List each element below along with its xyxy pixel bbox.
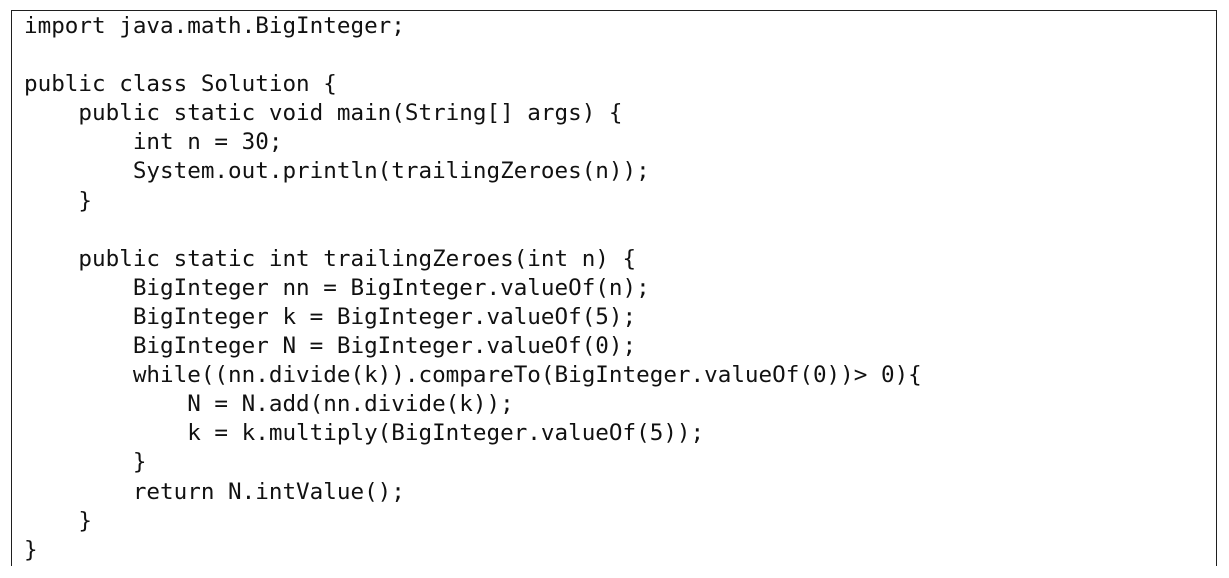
code-line-trailing-zeroes-signature: public static int trailingZeroes(int n) … xyxy=(24,245,637,272)
code-line-main-signature: public static void main(String[] args) { xyxy=(24,100,623,127)
java-code-block: import java.math.BigInteger; public class… xyxy=(24,12,922,565)
code-line-class-close-brace: } xyxy=(24,536,38,563)
code-line-blank xyxy=(24,41,922,70)
code-line-method-close-brace: } xyxy=(24,507,93,534)
code-line-print-call: System.out.println(trailingZeroes(n)); xyxy=(24,158,650,185)
code-line-while-close-brace: } xyxy=(24,449,147,476)
code-line-return: return N.intValue(); xyxy=(24,478,405,505)
code-line-while-loop: while((nn.divide(k)).compareTo(BigIntege… xyxy=(24,362,922,389)
code-line-blank xyxy=(24,216,922,245)
code-line-k-declaration: BigInteger k = BigInteger.valueOf(5); xyxy=(24,303,637,330)
code-line-nn-declaration: BigInteger nn = BigInteger.valueOf(n); xyxy=(24,274,650,301)
code-line-multiply-k: k = k.multiply(BigInteger.valueOf(5)); xyxy=(24,420,705,447)
code-line-main-close-brace: } xyxy=(24,187,93,214)
code-line-import: import java.math.BigInteger; xyxy=(24,13,405,39)
code-line-add-to-n: N = N.add(nn.divide(k)); xyxy=(24,391,514,418)
code-line-class-declaration: public class Solution { xyxy=(24,71,337,98)
code-line-big-n-declaration: BigInteger N = BigInteger.valueOf(0); xyxy=(24,333,637,360)
code-line-int-n: int n = 30; xyxy=(24,129,283,156)
code-listing-frame: import java.math.BigInteger; public class… xyxy=(11,10,1217,566)
